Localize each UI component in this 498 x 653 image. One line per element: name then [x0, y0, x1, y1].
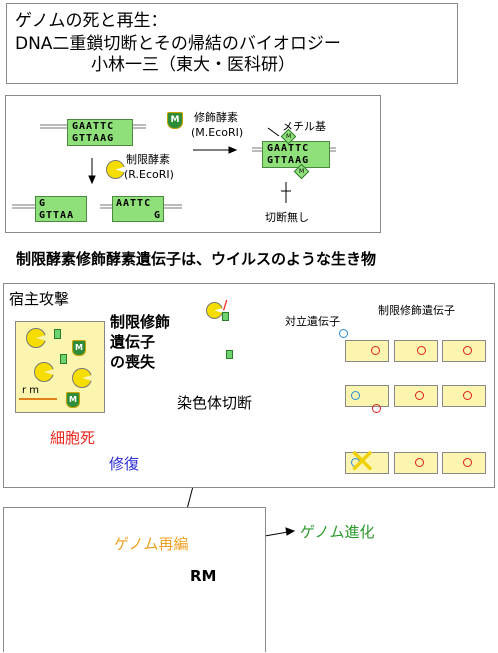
genome-rearrangement-label: ゲノム再編	[114, 535, 189, 553]
rm-gene-bar	[19, 398, 57, 400]
genome-evolution-label: ゲノム進化	[300, 523, 375, 541]
allele-marker-outside	[339, 329, 348, 338]
cell-r1-c1	[345, 340, 389, 362]
cell-r1-c3	[442, 340, 486, 362]
methyltransferase-icon: M	[167, 112, 183, 129]
cell-death-label: 細胞死	[50, 429, 96, 447]
rm-gene-label: 制限修飾遺伝子	[378, 304, 455, 317]
gene-loss-line3: の喪失	[110, 353, 156, 371]
allele-marker	[351, 458, 360, 467]
genome-rearrangement-panel	[3, 507, 266, 652]
cut-left-top: G	[39, 198, 46, 209]
cell-r3-c3	[442, 452, 486, 474]
cell-r2-c1	[345, 385, 389, 407]
gene-loss-line1: 制限修飾	[110, 313, 171, 331]
title-line1: ゲノムの死と再生：	[15, 11, 168, 31]
gene-loss-line2: 遺伝子	[110, 333, 156, 351]
rm-marker	[415, 391, 424, 400]
cell-death-cross-icon: ✕	[348, 442, 377, 482]
chromosome-cut-label: 染色体切断	[177, 394, 253, 412]
rm-marker	[371, 346, 380, 355]
cut-fragment-left: G GTTAA	[35, 196, 87, 222]
rm-marker	[415, 458, 424, 467]
opposing-gene-label: 対立遺伝子	[285, 315, 340, 328]
cell-r3-c2	[394, 452, 438, 474]
cell-r2-c2	[394, 385, 438, 407]
arrows-panel1	[88, 127, 291, 203]
restriction-name: (R.EcoRI)	[124, 168, 174, 181]
cut-right-bottom: G	[153, 210, 160, 221]
methylase-name: (M.EcoRI)	[191, 126, 244, 139]
cut-right-top: AATTC	[116, 198, 152, 209]
rm-marker-lost	[372, 404, 381, 413]
gene-loss-label: 制限修飾 遺伝子 の喪失	[110, 312, 170, 372]
rm-label: r m	[22, 385, 40, 396]
cell-r1-c2	[394, 340, 438, 362]
seq-top: GAATTC	[72, 121, 115, 132]
title-line2: DNA二重鎖切断とその帰結のバイオロジー	[15, 34, 341, 54]
methyl-mark-top-label: M	[285, 133, 292, 140]
methylated-sequence-box: GAATTC GTTAAG	[262, 141, 330, 168]
rm-marker	[463, 391, 472, 400]
dna-sequence-box: GAATTC GTTAAG	[67, 119, 133, 146]
host-cell: M M r m	[15, 321, 105, 413]
restriction-enzyme-icon-1	[26, 328, 46, 348]
cut-lightning-icon: /	[223, 298, 228, 312]
host-attack-label: 宿主攻撃	[9, 290, 70, 308]
methylated-seq-bottom: GTTAAG	[267, 155, 310, 166]
restriction-enzyme-icon-2	[34, 362, 54, 382]
green-fragment-1	[54, 329, 61, 339]
methylated-seq-top: GAATTC	[267, 143, 310, 154]
allele-marker	[351, 391, 360, 400]
no-cut-label: 切断無し	[265, 211, 309, 224]
seq-bottom: GTTAAG	[72, 133, 115, 144]
methyl-group-label: メチル基	[282, 120, 326, 133]
cell-r2-c3	[442, 385, 486, 407]
methyl-mark-bottom-label: M	[298, 168, 305, 175]
rm-element-label: RM	[190, 567, 217, 585]
strand-fragment-2	[226, 350, 233, 359]
cut-left-bottom: GTTAA	[39, 210, 75, 221]
title-box: ゲノムの死と再生： DNA二重鎖切断とその帰結のバイオロジー 小林一三（東大・医…	[6, 3, 458, 84]
strand-fragment-1	[222, 312, 229, 321]
restriction-label: 制限酵素	[126, 153, 170, 166]
rm-marker	[463, 458, 472, 467]
cut-fragment-right: AATTC G	[112, 196, 164, 222]
methyltransferase-icon-2: M	[66, 392, 80, 408]
methyltransferase-icon-1: M	[72, 340, 86, 356]
headline: 制限酵素修飾酵素遺伝子は、ウイルスのような生き物	[16, 250, 377, 268]
repair-label: 修復	[109, 455, 140, 473]
green-fragment-2	[60, 354, 67, 364]
methylase-label: 修飾酵素	[194, 111, 238, 124]
restriction-enzyme-icon-3	[72, 368, 92, 388]
cell-r3-c1-dead: ✕	[345, 445, 389, 479]
rm-marker	[463, 346, 472, 355]
title-line3: 小林一三（東大・医科研）	[91, 55, 295, 75]
rm-marker	[417, 346, 426, 355]
